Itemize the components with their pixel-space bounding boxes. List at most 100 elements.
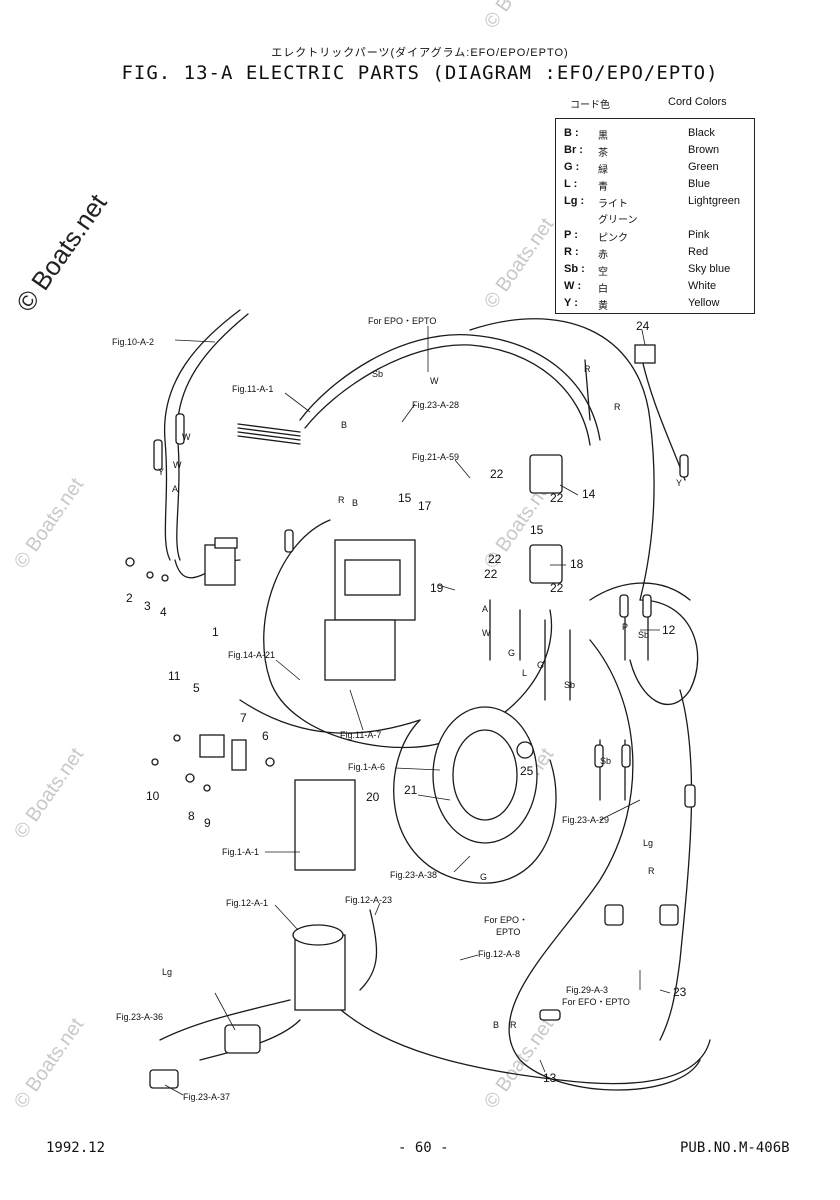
wire-code-a-mid: A bbox=[482, 604, 488, 614]
legend-row: R : 赤 Red bbox=[564, 246, 752, 262]
leader-line bbox=[274, 904, 299, 931]
legend-heading-jp: コード色 bbox=[570, 100, 610, 111]
connector bbox=[642, 594, 652, 618]
legend-color: Blue bbox=[688, 178, 711, 190]
label-fig-11-a-1: Fig.11-A-1 bbox=[232, 384, 273, 394]
label-fig-1-a-1: Fig.1-A-1 bbox=[222, 847, 259, 857]
legend-row: Br : 茶 Brown bbox=[564, 144, 752, 160]
callout-11: 11 bbox=[168, 669, 181, 683]
label-fig-21-a-59: Fig.21-A-59 bbox=[412, 452, 459, 462]
screw-11 bbox=[173, 734, 181, 742]
callout-4: 4 bbox=[160, 605, 167, 619]
wire-code-w-left: W bbox=[182, 432, 191, 442]
connector bbox=[594, 744, 604, 768]
legend-color: Lightgreen bbox=[688, 195, 740, 207]
label-fig-23-a-38: Fig.23-A-38 bbox=[390, 870, 437, 880]
connector bbox=[659, 904, 679, 926]
title-japanese: エレクトリックパーツ(ダイアグラム:EFO/EPO/EPTO) bbox=[271, 47, 569, 59]
legend-row: Lg : ライト Lightgreen bbox=[564, 195, 752, 211]
legend-code: Lg : bbox=[564, 195, 585, 207]
legend-color: Brown bbox=[688, 144, 720, 156]
leader-line bbox=[349, 689, 364, 731]
wire-code-b: B bbox=[341, 420, 347, 430]
wire bbox=[584, 359, 591, 421]
connector bbox=[619, 594, 629, 618]
wire bbox=[299, 334, 601, 441]
legend-color: Yellow bbox=[688, 297, 720, 309]
legend-code: G : bbox=[564, 161, 580, 173]
leader-line bbox=[214, 992, 236, 1031]
legend-jp: ライト bbox=[598, 199, 628, 210]
wire-code-sb: Sb bbox=[372, 369, 383, 379]
connector bbox=[621, 744, 631, 768]
cord-color-legend: B : 黒 Black Br : 茶 Brown G : 緑 Green L :… bbox=[555, 118, 755, 314]
legend-color: Red bbox=[688, 246, 709, 258]
legend-code: L : bbox=[564, 178, 578, 190]
wire bbox=[489, 599, 571, 701]
footer-page-number: - 60 - bbox=[398, 1140, 449, 1156]
leader-line bbox=[659, 989, 671, 994]
starter-top bbox=[292, 924, 344, 946]
screw-10 bbox=[151, 758, 159, 766]
label-fig-1-a-6: Fig.1-A-6 bbox=[348, 762, 385, 772]
wire-code-r-bottom: R bbox=[510, 1020, 517, 1030]
legend-jp: 黒 bbox=[598, 131, 608, 142]
legend-row: Y : 黄 Yellow bbox=[564, 297, 752, 313]
leader-line bbox=[275, 659, 301, 681]
label-fig-23-a-36: Fig.23-A-36 bbox=[116, 1012, 163, 1022]
wire bbox=[304, 344, 591, 446]
part-1-unit bbox=[204, 544, 236, 586]
wire-code-sb-mid: Sb bbox=[564, 680, 575, 690]
leader-line bbox=[599, 799, 641, 821]
legend-row: Sb : 空 Sky blue bbox=[564, 263, 752, 279]
callout-5: 5 bbox=[193, 681, 200, 695]
legend-code: Br : bbox=[564, 144, 583, 156]
wire-code-g-mid2: G bbox=[537, 660, 544, 670]
legend-jp: 白 bbox=[598, 284, 608, 295]
legend-jp: 緑 bbox=[598, 165, 608, 176]
leader-line bbox=[164, 1084, 184, 1096]
label-fig-23-a-37: Fig.23-A-37 bbox=[183, 1092, 230, 1102]
legend-heading: Cord Colors bbox=[668, 96, 727, 108]
starter-motor bbox=[294, 934, 346, 1011]
label-fig-23-a-28: Fig.23-A-28 bbox=[412, 400, 459, 410]
legend-code: W : bbox=[564, 280, 582, 292]
wire-code-l-mid: L bbox=[522, 668, 527, 678]
connector-24 bbox=[634, 344, 656, 364]
wire bbox=[263, 519, 553, 749]
part-18-coil bbox=[529, 544, 563, 584]
callout-23: 23 bbox=[673, 985, 687, 999]
wire bbox=[589, 582, 691, 601]
callout-17: 17 bbox=[418, 499, 432, 513]
leader-line bbox=[641, 329, 646, 346]
page-title: FIG. 13-A ELECTRIC PARTS (DIAGRAM :EFO/E… bbox=[121, 62, 719, 84]
wire bbox=[329, 999, 711, 1085]
legend-row: グリーン bbox=[564, 211, 752, 227]
callout-7: 7 bbox=[240, 711, 247, 725]
label-for-efo-epto: For EFO・EPTO bbox=[562, 997, 630, 1007]
leader-line bbox=[459, 954, 479, 961]
part-14-coil bbox=[529, 454, 563, 494]
legend-row: L : 青 Blue bbox=[564, 178, 752, 194]
wire-code-sb-lower: Sb bbox=[600, 756, 611, 766]
wire bbox=[159, 999, 291, 1041]
connector bbox=[604, 904, 624, 926]
screw-8 bbox=[185, 773, 195, 783]
wire bbox=[393, 719, 557, 884]
wire-code-r-lower: R bbox=[648, 866, 655, 876]
label-for-epo-epto: For EPO・EPTO bbox=[368, 316, 436, 326]
callout-22e: 22 bbox=[550, 581, 564, 595]
legend-color: Black bbox=[688, 127, 715, 139]
connector bbox=[284, 529, 294, 553]
leader-line bbox=[454, 459, 471, 479]
label-fig-14-a-21: Fig.14-A-21 bbox=[228, 650, 275, 660]
wire-code-p-right: P bbox=[622, 622, 628, 632]
wire bbox=[659, 689, 693, 1041]
wire-code-w: W bbox=[430, 376, 439, 386]
callout-14: 14 bbox=[582, 487, 596, 501]
callout-25: 25 bbox=[520, 764, 534, 778]
legend-code: B : bbox=[564, 127, 579, 139]
callout-13: 13 bbox=[543, 1071, 557, 1085]
wire-code-lg-left: Lg bbox=[162, 967, 172, 977]
leader-line bbox=[559, 484, 579, 496]
